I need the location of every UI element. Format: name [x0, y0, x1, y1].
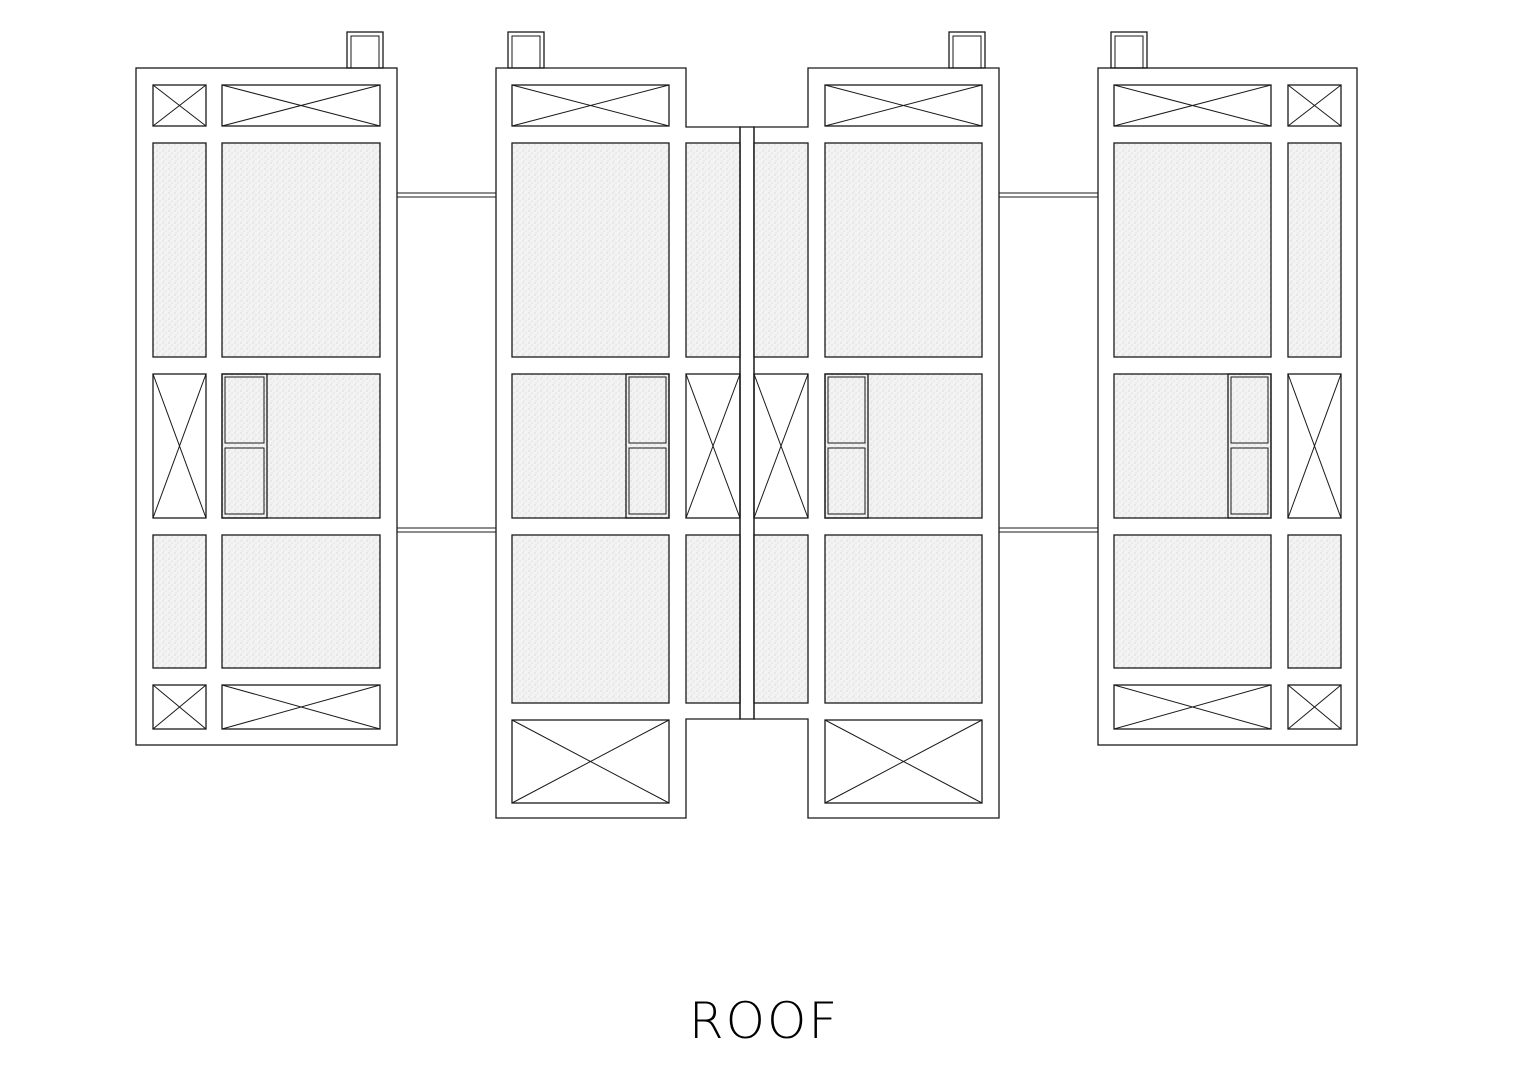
- hvac-unit-diag: [152, 684, 207, 730]
- skylight: [824, 373, 869, 519]
- hvac-unit: [824, 84, 983, 127]
- hvac-unit-diag: [1287, 84, 1342, 127]
- gravel-roof-panel: [221, 373, 381, 519]
- gravel-roof-panel: [152, 142, 207, 358]
- gravel-roof-panel: [685, 142, 741, 358]
- hvac-unit-diag: [1287, 684, 1342, 730]
- chimney: [346, 31, 384, 69]
- chimney-inner: [1114, 35, 1144, 69]
- hvac-unit: [152, 373, 207, 519]
- hvac-unit: [152, 684, 207, 730]
- skylight-pane: [628, 447, 667, 515]
- gravel-roof-panel: [1113, 373, 1272, 519]
- roof-outline-center-right: [753, 67, 1000, 819]
- hvac-unit-diag: [1113, 684, 1272, 730]
- gravel-roof-panel: [1287, 142, 1342, 358]
- hvac-unit: [1287, 84, 1342, 127]
- gravel-roof-panel: [753, 534, 809, 704]
- hvac-unit-diag: [152, 84, 207, 127]
- drawing-title: ROOF: [688, 992, 840, 1050]
- gravel-roof-panel: [1287, 534, 1342, 669]
- hvac-unit-diag: [221, 684, 381, 730]
- hvac-unit-diag: [511, 84, 670, 127]
- hvac-unit-diag: [1113, 84, 1272, 127]
- skylight: [1227, 373, 1272, 519]
- hvac-unit: [1113, 84, 1272, 127]
- chimney-inner: [511, 35, 541, 69]
- hvac-unit: [511, 84, 670, 127]
- skylight-pane: [1230, 376, 1269, 444]
- gravel-roof-panel: [824, 142, 983, 358]
- roof-outline-right: [1097, 67, 1358, 746]
- chimney-inner: [350, 35, 380, 69]
- hvac-unit: [152, 84, 207, 127]
- skylight: [221, 373, 268, 519]
- skylight-pane: [224, 447, 265, 515]
- gravel-roof-panel: [511, 373, 670, 519]
- gravel-roof-panel: [221, 142, 381, 358]
- hvac-unit: [511, 719, 670, 804]
- hvac-unit-diag: [685, 373, 741, 519]
- skylight-pane: [224, 376, 265, 444]
- gravel-roof-panel: [511, 534, 670, 704]
- gravel-roof-panel: [685, 534, 741, 704]
- hvac-unit-diag: [221, 84, 381, 127]
- hvac-unit: [824, 719, 983, 804]
- hvac-unit: [1287, 373, 1342, 519]
- skylight-pane: [1230, 447, 1269, 515]
- hvac-unit-diag: [1287, 373, 1342, 519]
- hvac-unit-diag: [824, 84, 983, 127]
- hvac-unit: [1287, 684, 1342, 730]
- gravel-roof-panel: [152, 534, 207, 669]
- chimney: [1110, 31, 1148, 69]
- gravel-roof-panel: [511, 142, 670, 358]
- hvac-unit-diag: [152, 373, 207, 519]
- party-wall: [739, 126, 755, 720]
- chimney-inner: [952, 35, 982, 69]
- hvac-unit: [1113, 684, 1272, 730]
- skylight-pane: [827, 447, 866, 515]
- hvac-unit: [221, 684, 381, 730]
- chimney: [948, 31, 986, 69]
- gravel-roof-panel: [1113, 142, 1272, 358]
- hvac-unit-diag: [511, 719, 670, 804]
- gravel-roof-panel: [221, 534, 381, 669]
- chimney: [507, 31, 545, 69]
- skylight-pane: [827, 376, 866, 444]
- hvac-unit-diag: [824, 719, 983, 804]
- gravel-roof-panel: [824, 373, 983, 519]
- roof-outline-left: [135, 67, 398, 746]
- gravel-roof-panel: [753, 142, 809, 358]
- hvac-unit-diag: [753, 373, 809, 519]
- gravel-roof-panel: [824, 534, 983, 704]
- gravel-roof-panel: [1113, 534, 1272, 669]
- skylight-pane: [628, 376, 667, 444]
- skylight: [625, 373, 670, 519]
- hvac-unit: [221, 84, 381, 127]
